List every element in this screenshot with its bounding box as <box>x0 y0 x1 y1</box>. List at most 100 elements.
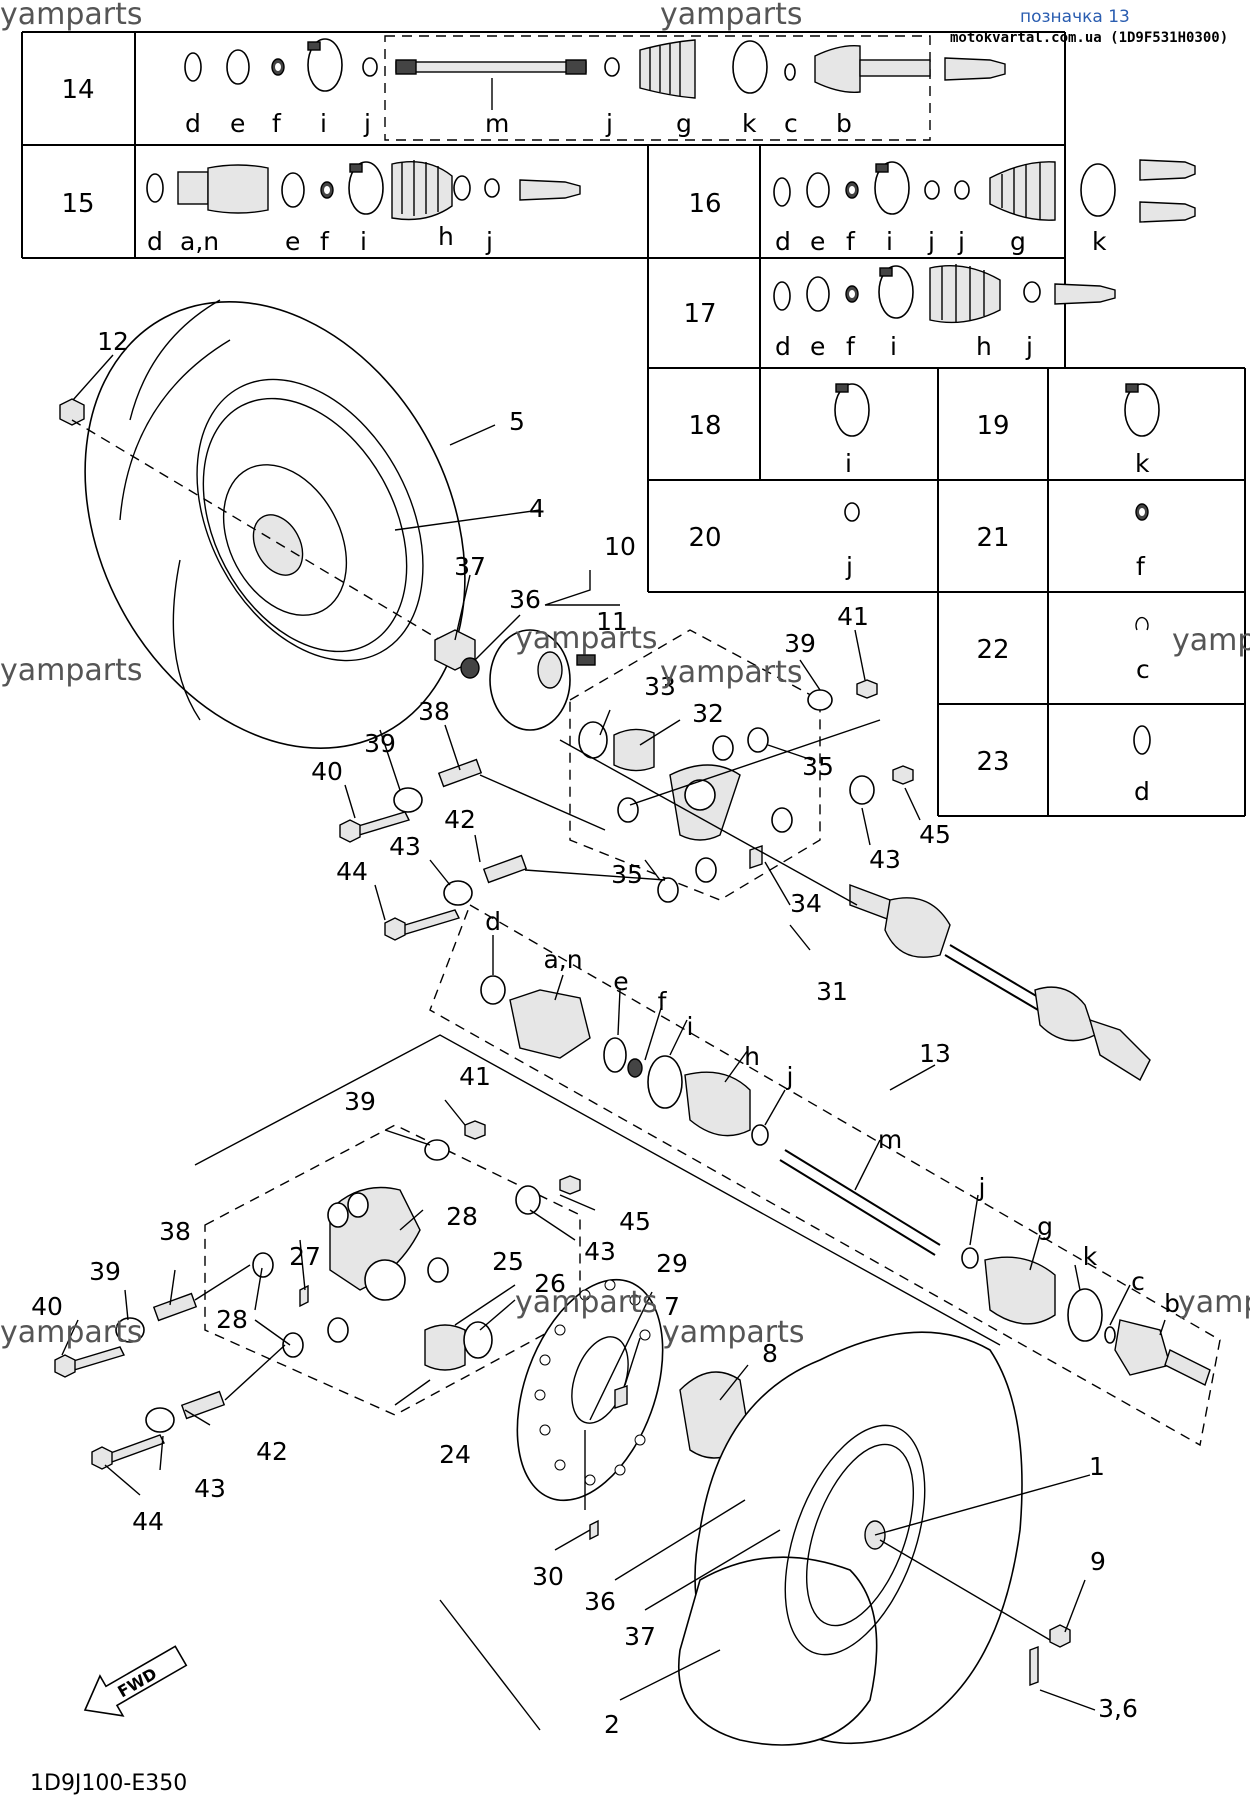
letter: j <box>927 227 935 256</box>
upper-knuckle-assembly <box>569 629 914 903</box>
callout-45-upper: 45 <box>919 820 951 849</box>
callout-26: 26 <box>534 1269 566 1298</box>
letter: i <box>320 109 327 138</box>
callout-44-lower: 44 <box>132 1507 164 1536</box>
callout-9: 9 <box>1090 1547 1106 1576</box>
letter: k <box>742 109 757 138</box>
callout-13: 13 <box>919 1039 951 1068</box>
watermark: yamparts <box>1172 623 1250 658</box>
watermark: yamparts <box>662 1315 805 1350</box>
letter: d <box>1134 777 1150 806</box>
row14-parts: d e f i j m j g k c b <box>184 38 1006 138</box>
letter: f <box>272 109 282 138</box>
letter-m: m <box>878 1125 902 1154</box>
callout-24: 24 <box>439 1440 471 1469</box>
callout-36-lower: 36 <box>584 1587 616 1616</box>
letter: d <box>775 332 791 361</box>
callout-43-upper-left: 43 <box>389 832 421 861</box>
letter-h: h <box>744 1042 760 1071</box>
letter-b: b <box>1164 1289 1180 1318</box>
callout-28-top: 28 <box>446 1202 478 1231</box>
callout-43-lower-left: 43 <box>194 1474 226 1503</box>
table-row-num: 21 <box>976 523 1009 553</box>
letter: i <box>360 227 367 256</box>
callout-40-upper: 40 <box>311 757 343 786</box>
row17-parts: d e f i h j <box>773 264 1116 361</box>
fwd-arrow-icon: FWD <box>83 1645 188 1717</box>
letter: h <box>438 222 454 251</box>
middle-shaft-kit <box>429 903 1221 1447</box>
kit-table: 14 15 16 17 18 19 20 21 22 23 d e <box>21 31 1246 817</box>
callout-1: 1 <box>1089 1452 1105 1481</box>
row15-parts: d a,n e f i h j <box>146 160 581 256</box>
callout-34: 34 <box>790 889 822 918</box>
letter: e <box>230 109 245 138</box>
table-row-num: 17 <box>683 299 716 329</box>
callout-41-lower: 41 <box>459 1062 491 1091</box>
letter-k: k <box>1083 1242 1098 1271</box>
letter: j <box>1025 332 1033 361</box>
letter: k <box>1092 227 1107 256</box>
letter: j <box>363 109 371 138</box>
letter: g <box>676 109 692 138</box>
letter-a-n: a,n <box>543 945 582 974</box>
badge-label: позначка 13 <box>1020 7 1130 27</box>
callout-4: 4 <box>529 494 545 523</box>
letter-i: i <box>687 1012 694 1041</box>
callout-35-right: 35 <box>802 752 834 781</box>
source-label: motokvartal.com.ua (1D9F531H0300) <box>950 30 1228 46</box>
watermark: yamparts <box>0 1315 143 1350</box>
callout-numbers: 12 5 4 10 11 37 36 33 32 39 41 35 43 45 … <box>31 327 1138 1739</box>
table-row-num: 23 <box>976 747 1009 777</box>
callout-36: 36 <box>509 585 541 614</box>
letter: c <box>784 109 798 138</box>
table-row-num: 14 <box>61 75 94 105</box>
watermark-top-left: yamparts <box>0 0 143 32</box>
callout-45-lower: 45 <box>619 1207 651 1236</box>
callout-37-lower: 37 <box>624 1622 656 1651</box>
letter-j-lower: j <box>978 1173 986 1202</box>
callout-25: 25 <box>492 1247 524 1276</box>
lower-knuckle-assembly <box>54 1034 1001 1470</box>
letter: i <box>890 332 897 361</box>
callout-39-upper: 39 <box>784 629 816 658</box>
letter-j-upper: j <box>786 1062 794 1091</box>
lower-wheel-assembly <box>516 1278 1071 1746</box>
upper-wheel <box>59 299 596 749</box>
callout-35-left: 35 <box>611 860 643 889</box>
letter-c: c <box>1131 1267 1145 1296</box>
callout-2: 2 <box>604 1710 620 1739</box>
row18-23-parts: i k j f c d <box>834 383 1160 806</box>
callout-40-lower: 40 <box>31 1292 63 1321</box>
letter: j <box>485 227 493 256</box>
letter-f: f <box>658 987 668 1016</box>
letter: j <box>845 552 853 581</box>
letter: f <box>320 227 330 256</box>
callout-10: 10 <box>604 532 636 561</box>
callout-43-upper-right: 43 <box>869 845 901 874</box>
callout-5: 5 <box>509 407 525 436</box>
table-row-num: 16 <box>688 189 721 219</box>
callout-7: 7 <box>664 1292 680 1321</box>
callout-12: 12 <box>97 327 129 356</box>
diagram-code: 1D9J100-E350 <box>30 1771 187 1796</box>
letter: h <box>976 332 992 361</box>
callout-3-6: 3,6 <box>1098 1694 1138 1723</box>
upper-fasteners <box>339 719 881 941</box>
callout-33: 33 <box>644 672 676 701</box>
callout-37: 37 <box>454 552 486 581</box>
watermark: yamparts <box>660 655 803 690</box>
callout-39-lower: 39 <box>344 1087 376 1116</box>
letter: i <box>886 227 893 256</box>
letter: j <box>605 109 613 138</box>
table-row-num: 19 <box>976 411 1009 441</box>
callout-42-lower: 42 <box>256 1437 288 1466</box>
callout-11: 11 <box>596 607 628 636</box>
letter: m <box>485 109 509 138</box>
table-row-num: 18 <box>688 411 721 441</box>
callout-8: 8 <box>762 1339 778 1368</box>
callout-39-lower-left: 39 <box>89 1257 121 1286</box>
letter-g: g <box>1037 1212 1053 1241</box>
